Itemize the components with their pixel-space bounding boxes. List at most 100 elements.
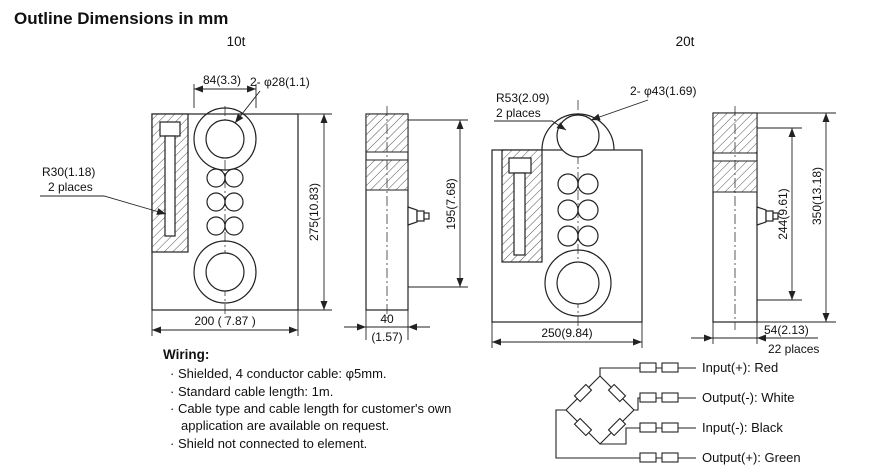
wiring-notes: Wiring: · Shielded, 4 conductor cable: φ…	[163, 347, 451, 451]
cutout-circle	[224, 216, 244, 236]
wiring-line-5: · Shield not connected to element.	[170, 436, 367, 451]
wire-input-minus	[600, 427, 696, 445]
cable-connector-tip-20t	[772, 212, 779, 220]
resistor	[639, 362, 657, 373]
cable-connector-body-10t	[416, 210, 425, 222]
leader-line	[40, 195, 167, 215]
view-label-10t: 10t	[227, 34, 246, 49]
wire-output-plus	[555, 409, 696, 459]
resistor	[661, 452, 679, 463]
side-view-20t	[712, 106, 779, 330]
side-view-10t	[365, 106, 430, 318]
cable-connector-tip-10t	[423, 212, 430, 220]
bottom-hole-20t	[556, 261, 600, 305]
cutout-circle	[557, 225, 579, 247]
strain-gauge	[607, 383, 627, 403]
dim-inner-height-20t: 244(9.61)	[757, 127, 802, 301]
dim-text-side-width-in-10t: (1.57)	[371, 330, 402, 344]
top-lobe-10t	[193, 107, 257, 171]
dim-top-width-10t: 84(3.3)	[193, 73, 257, 108]
radius-callout-20t: R53(2.09) 2 places	[494, 91, 567, 131]
cable-connector-body-20t	[765, 210, 774, 222]
dim-text-base-width-20t: 250(9.84)	[541, 326, 592, 340]
radius-callout-text-10t: R30(1.18)	[42, 165, 95, 179]
wiring-heading: Wiring:	[163, 347, 209, 362]
bottom-lobe-20t	[544, 249, 612, 317]
cutout-circle	[224, 192, 244, 212]
cutout-circle	[557, 199, 579, 221]
flexure-cutouts-10t	[206, 168, 244, 236]
resistor	[639, 452, 657, 463]
strain-gauge	[573, 383, 593, 403]
radius-callout-10t: R30(1.18) 2 places	[40, 165, 167, 215]
cutout-circle	[577, 199, 599, 221]
hole-callout-text-20t: 2- φ43(1.69)	[630, 84, 696, 98]
hole-callout-20t: 2- φ43(1.69)	[590, 84, 696, 121]
dim-text-side-width-20t: 54(2.13)	[764, 323, 809, 337]
dim-side-width-10t: 40 (1.57)	[344, 310, 430, 344]
wiring-line-2: · Standard cable length: 1m.	[170, 384, 333, 399]
clevis-slot-10t	[164, 135, 176, 237]
cutout-circle	[577, 173, 599, 195]
dim-text-inner-height-20t: 244(9.61)	[776, 188, 790, 239]
bridge-diamond	[565, 375, 635, 445]
wiring-line-4: application are available on request.	[181, 418, 389, 433]
bottom-hole-10t	[205, 252, 245, 292]
dim-base-width-20t: 250(9.84)	[491, 322, 643, 348]
label-output-minus: Output(-): White	[702, 390, 794, 405]
radius-note-text-20t: 2 places	[496, 106, 541, 120]
resistor	[661, 422, 679, 433]
strain-gauge	[607, 417, 627, 437]
cutout-circle	[577, 225, 599, 247]
page-title: Outline Dimensions in mm	[14, 9, 228, 28]
flexure-cutouts-20t	[557, 173, 599, 247]
cutout-circle	[224, 168, 244, 188]
label-input-plus: Input(+): Red	[702, 360, 778, 375]
dim-text-base-width-10t: 200 ( 7.87 )	[194, 314, 255, 328]
dim-text-side-width-10t: 40	[380, 312, 394, 326]
clevis-slot-20t	[513, 172, 526, 256]
cable-connector-20t	[756, 206, 767, 226]
radius-callout-text-20t: R53(2.09)	[496, 91, 549, 105]
hole-callout-text-10t: 2- φ28(1.1)	[250, 75, 310, 89]
leader-line	[494, 120, 567, 131]
clevis-notch-10t	[159, 121, 181, 137]
dim-text-height-20t: 350(13.18)	[810, 167, 824, 225]
wiring-line-3: · Cable type and cable length for custom…	[170, 401, 451, 416]
clevis-notch-20t	[508, 157, 532, 174]
dim-base-width-10t: 200 ( 7.87 )	[151, 310, 299, 336]
cutout-circle	[206, 216, 226, 236]
view-20t: 20t	[491, 34, 836, 356]
dim-note-side-width-20t: 22 places	[768, 342, 819, 356]
cable-connector-10t	[407, 206, 418, 226]
cutout-circle	[557, 173, 579, 195]
radius-note-text-10t: 2 places	[48, 180, 93, 194]
cutout-circle	[206, 192, 226, 212]
resistor	[639, 392, 657, 403]
view-label-20t: 20t	[676, 34, 695, 49]
leader-line	[234, 90, 261, 124]
label-output-plus: Output(+): Green	[702, 450, 801, 465]
dim-side-height-10t: 195(7.68)	[408, 119, 468, 288]
front-view-20t	[491, 100, 643, 330]
label-input-minus: Input(-): Black	[702, 420, 783, 435]
hole-callout-10t: 2- φ28(1.1)	[234, 75, 310, 124]
strain-gauge	[573, 417, 593, 437]
bridge-diagram: Input(+): Red Output(-): White Input(-):…	[555, 360, 801, 465]
resistor	[661, 362, 679, 373]
view-10t: 10t	[40, 34, 468, 344]
top-lobe-20t	[541, 113, 615, 151]
bottom-lobe-10t	[193, 240, 257, 304]
dim-height-10t: 275(10.83)	[298, 113, 332, 311]
dim-text-height-10t: 275(10.83)	[307, 183, 321, 241]
resistor	[639, 422, 657, 433]
dim-text-top-width-10t: 84(3.3)	[203, 73, 241, 87]
resistor	[661, 392, 679, 403]
wiring-line-1: · Shielded, 4 conductor cable: φ5mm.	[170, 366, 387, 381]
top-hole-20t	[556, 114, 600, 158]
dim-side-width-20t: 54(2.13) 22 places	[691, 322, 819, 356]
front-view-10t	[151, 106, 299, 318]
leader-line	[590, 99, 649, 121]
top-hole-10t	[205, 119, 245, 159]
